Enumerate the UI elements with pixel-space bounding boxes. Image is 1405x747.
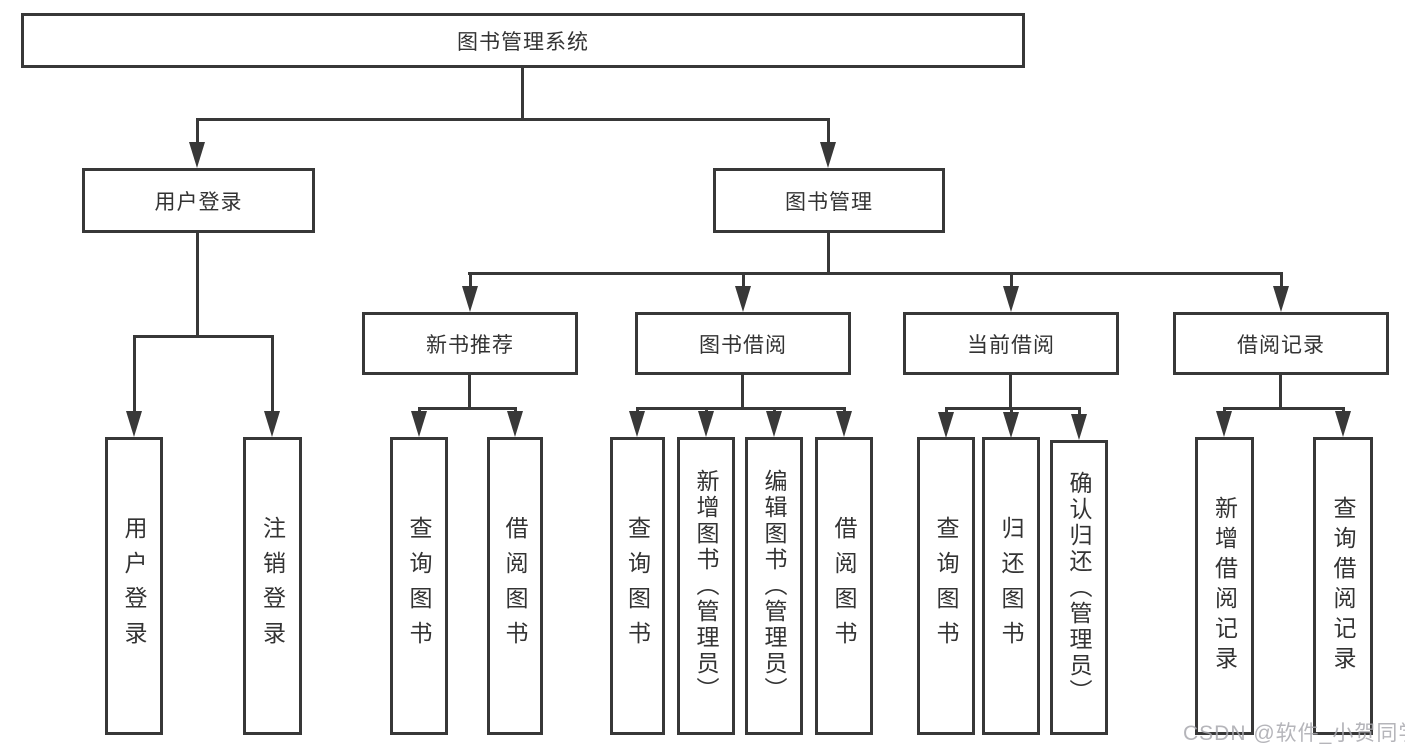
arrow-down-icon [1216, 411, 1232, 437]
connector-line [773, 407, 776, 411]
connector-line [418, 407, 421, 411]
connector-line [133, 335, 273, 338]
connector-line [1279, 375, 1282, 408]
connector-line [843, 407, 846, 411]
arrow-down-icon [698, 411, 714, 437]
node-confirm-return-admin: 确认归还（管理员） [1050, 440, 1108, 735]
node-edit-books-admin: 编辑图书（管理员） [745, 437, 803, 735]
arrow-down-icon [411, 411, 427, 437]
connector-line [1223, 407, 1226, 411]
connector-line [196, 118, 199, 142]
arrow-down-icon [820, 142, 836, 168]
connector-line [741, 375, 744, 408]
arrow-down-icon [264, 411, 280, 437]
connector-line [1010, 407, 1013, 412]
connector-line [1280, 272, 1283, 286]
node-add-books-admin: 新增图书（管理员） [677, 437, 735, 735]
node-borrow-books-recommend: 借阅图书 [487, 437, 543, 735]
connector-line [133, 335, 136, 411]
arrow-down-icon [189, 142, 205, 168]
connector-line [705, 407, 708, 411]
connector-line [1009, 375, 1012, 408]
node-logout: 注销登录 [243, 437, 302, 735]
connector-line [742, 272, 745, 286]
connector-line [521, 68, 524, 118]
arrow-down-icon [938, 412, 954, 438]
arrow-down-icon [1335, 411, 1351, 437]
node-query-books-recommend: 查询图书 [390, 437, 448, 735]
node-borrow-books: 借阅图书 [815, 437, 873, 735]
watermark: CSDN @软件_小贺同学 [1183, 722, 1405, 745]
node-user-login: 用户登录 [82, 168, 315, 233]
connector-line [827, 233, 830, 274]
node-add-borrow-record: 新增借阅记录 [1195, 437, 1254, 735]
connector-line [1223, 407, 1344, 410]
connector-line [468, 272, 1282, 275]
arrow-down-icon [629, 411, 645, 437]
node-book-borrowing: 图书借阅 [635, 312, 851, 375]
connector-line [1010, 272, 1013, 286]
node-query-books-current: 查询图书 [917, 437, 975, 735]
arrow-down-icon [735, 286, 751, 312]
node-book-management: 图书管理 [713, 168, 945, 233]
node-return-books: 归还图书 [982, 437, 1040, 735]
connector-line [469, 272, 472, 286]
connector-line [636, 407, 639, 411]
node-user-login-leaf: 用户登录 [105, 437, 163, 735]
node-current-borrowing: 当前借阅 [903, 312, 1119, 375]
arrow-down-icon [126, 411, 142, 437]
node-borrowing-records: 借阅记录 [1173, 312, 1389, 375]
connector-line [468, 375, 471, 408]
arrow-down-icon [1003, 412, 1019, 438]
arrow-down-icon [1071, 414, 1087, 440]
connector-line [1342, 407, 1345, 411]
connector-line [945, 407, 948, 412]
node-library-management-system: 图书管理系统 [21, 13, 1025, 68]
connector-line [636, 407, 845, 410]
arrow-down-icon [1003, 286, 1019, 312]
connector-line [514, 407, 517, 411]
arrow-down-icon [507, 411, 523, 437]
connector-line [196, 118, 830, 121]
node-new-book-recommendation: 新书推荐 [362, 312, 578, 375]
node-query-books-borrowing: 查询图书 [610, 437, 665, 735]
connector-line [196, 233, 199, 337]
arrow-down-icon [766, 411, 782, 437]
arrow-down-icon [836, 411, 852, 437]
connector-line [827, 118, 830, 142]
node-query-borrow-record: 查询借阅记录 [1313, 437, 1373, 735]
connector-line [418, 407, 516, 410]
connector-line [1078, 407, 1081, 414]
arrow-down-icon [1273, 286, 1289, 312]
arrow-down-icon [462, 286, 478, 312]
connector-line [271, 335, 274, 411]
